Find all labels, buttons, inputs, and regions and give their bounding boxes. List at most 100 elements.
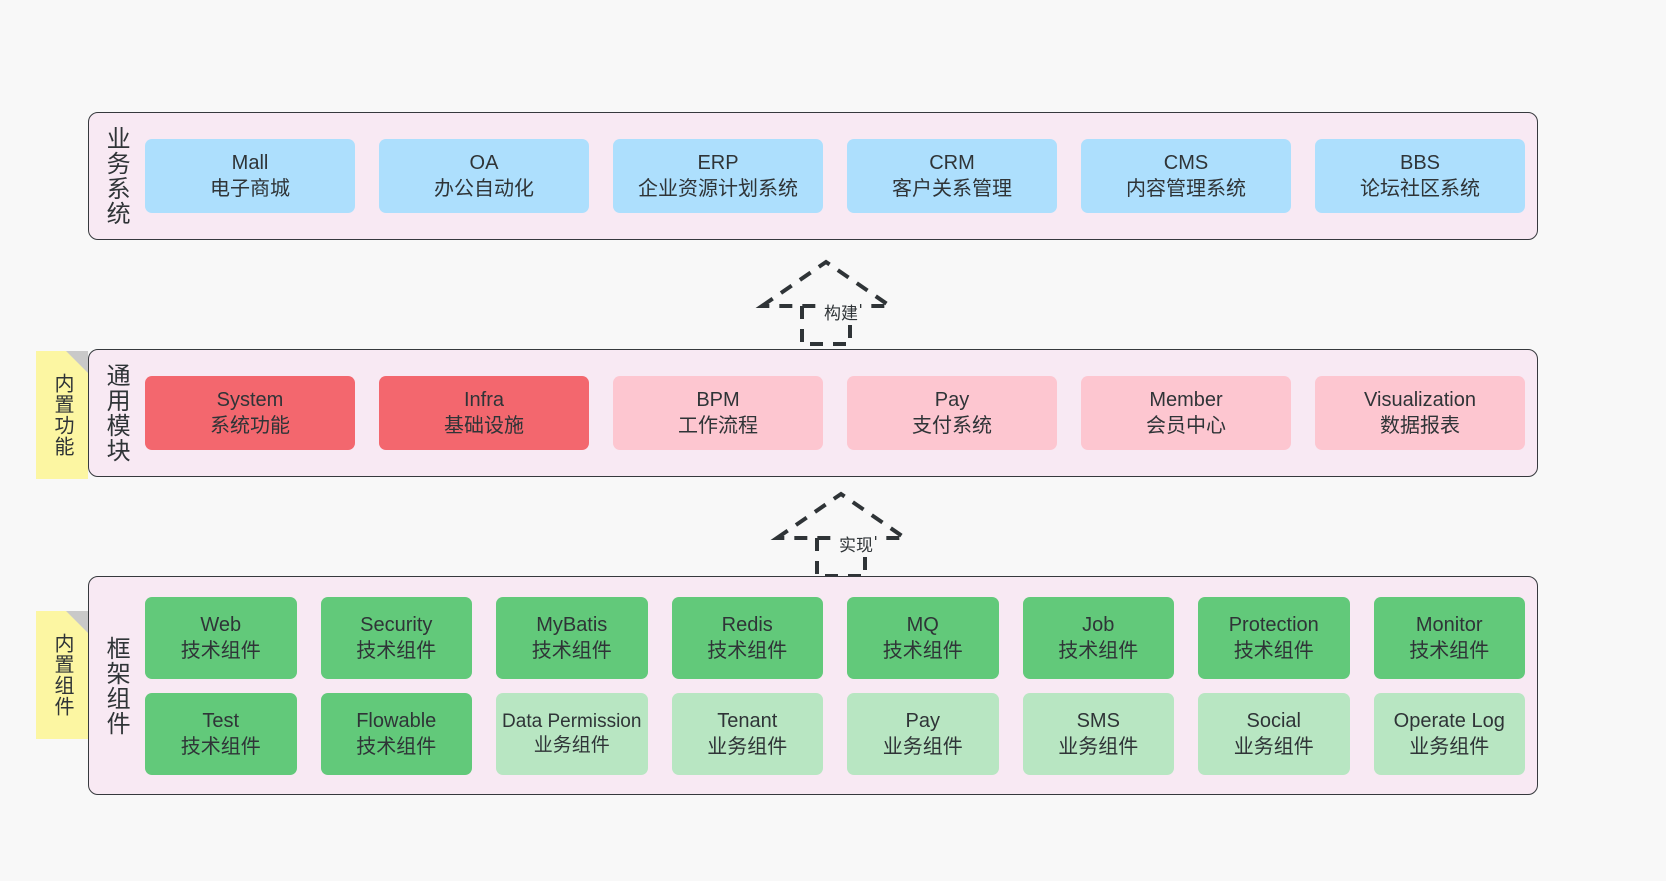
box-subtitle: 会员中心	[1146, 415, 1226, 437]
box-subtitle: 技术组件	[1409, 639, 1490, 662]
arrow-stem	[800, 306, 852, 346]
box-operate-log[interactable]: Operate Log 业务组件	[1373, 692, 1525, 775]
box-oa[interactable]: OA 办公自动化	[379, 139, 589, 213]
box-subtitle: 业务组件	[882, 735, 963, 758]
box-subtitle: 技术组件	[1233, 639, 1314, 662]
box-subtitle: 电子商城	[210, 178, 290, 200]
box-title: MyBatis	[536, 613, 608, 636]
box-job[interactable]: Job 技术组件	[1022, 596, 1174, 679]
box-subtitle: 技术组件	[882, 639, 963, 662]
box-title: CMS	[1163, 152, 1209, 174]
box-title: Mall	[231, 152, 269, 174]
box-title: Visualization	[1364, 389, 1476, 411]
note-text: 内置组件	[51, 633, 73, 717]
box-mq[interactable]: MQ 技术组件	[847, 596, 999, 679]
box-title: Protection	[1228, 613, 1319, 636]
box-mybatis[interactable]: MyBatis 技术组件	[496, 596, 648, 679]
box-row: System 系统功能 Infra 基础设施 BPM 工作流程 Pay 支付系统…	[145, 376, 1525, 450]
box-subtitle: 业务组件	[1233, 735, 1314, 758]
layer-business-systems: 业务系统 Mall 电子商城 OA 办公自动化 ERP 企业资源计划系统 CRM…	[88, 112, 1538, 240]
box-subtitle: 技术组件	[707, 639, 788, 662]
box-visualization[interactable]: Visualization 数据报表	[1315, 376, 1525, 450]
box-crm[interactable]: CRM 客户关系管理	[847, 139, 1057, 213]
box-bpm[interactable]: BPM 工作流程	[613, 376, 823, 450]
box-subtitle: 数据报表	[1380, 415, 1460, 437]
box-title: Member	[1149, 389, 1223, 411]
box-web[interactable]: Web 技术组件	[145, 596, 297, 679]
arrow-realize: 实现	[770, 490, 935, 590]
box-mall[interactable]: Mall 电子商城	[145, 139, 355, 213]
box-title: BBS	[1399, 152, 1441, 174]
box-subtitle: 业务组件	[533, 734, 610, 756]
box-title: Redis	[721, 613, 773, 636]
box-subtitle: 支付系统	[912, 415, 992, 437]
box-row: Mall 电子商城 OA 办公自动化 ERP 企业资源计划系统 CRM 客户关系…	[145, 139, 1525, 213]
box-row: Test 技术组件 Flowable 技术组件 Data Permission …	[145, 692, 1525, 775]
box-subtitle: 工作流程	[678, 415, 758, 437]
box-system[interactable]: System 系统功能	[145, 376, 355, 450]
box-monitor[interactable]: Monitor 技术组件	[1373, 596, 1525, 679]
box-subtitle: 技术组件	[180, 639, 261, 662]
box-cms[interactable]: CMS 内容管理系统	[1081, 139, 1291, 213]
box-pay-business[interactable]: Pay 业务组件	[847, 692, 999, 775]
box-flowable[interactable]: Flowable 技术组件	[320, 692, 472, 775]
layer-title-framework: 框架组件	[102, 635, 130, 736]
box-security[interactable]: Security 技术组件	[320, 596, 472, 679]
box-title: OA	[469, 152, 499, 174]
box-title: Data Permission	[502, 711, 642, 733]
box-member[interactable]: Member 会员中心	[1081, 376, 1291, 450]
box-data-permission[interactable]: Data Permission 业务组件	[496, 692, 648, 775]
box-subtitle: 技术组件	[531, 639, 612, 662]
box-title: ERP	[697, 152, 739, 174]
box-subtitle: 客户关系管理	[892, 178, 1012, 200]
box-title: SMS	[1076, 709, 1120, 732]
box-title: Social	[1246, 709, 1301, 732]
box-protection[interactable]: Protection 技术组件	[1198, 596, 1350, 679]
arrow-label-build: 构建	[822, 299, 860, 324]
box-title: Tenant	[717, 709, 778, 732]
layer-title-modules: 通用模块	[102, 363, 130, 463]
box-title: Security	[360, 613, 433, 636]
box-row: Web 技术组件 Security 技术组件 MyBatis 技术组件 Redi…	[145, 596, 1525, 679]
layer-common-modules: 通用模块 System 系统功能 Infra 基础设施 BPM 工作流程 Pay…	[88, 349, 1538, 477]
note-builtin-function: 内置功能	[36, 351, 88, 479]
box-erp[interactable]: ERP 企业资源计划系统	[613, 139, 823, 213]
box-infra[interactable]: Infra 基础设施	[379, 376, 589, 450]
box-subtitle: 业务组件	[707, 735, 788, 758]
layer-title-business: 业务系统	[102, 126, 130, 226]
box-subtitle: 基础设施	[444, 415, 524, 437]
box-subtitle: 内容管理系统	[1126, 178, 1246, 200]
box-subtitle: 技术组件	[1058, 639, 1139, 662]
layer-body-business: Mall 电子商城 OA 办公自动化 ERP 企业资源计划系统 CRM 客户关系…	[141, 113, 1537, 239]
box-subtitle: 办公自动化	[434, 178, 534, 200]
box-title: CRM	[929, 152, 975, 174]
arrow-build: 构建	[755, 258, 920, 358]
box-subtitle: 技术组件	[356, 735, 437, 758]
box-tenant[interactable]: Tenant 业务组件	[671, 692, 823, 775]
box-subtitle: 论坛社区系统	[1360, 178, 1480, 200]
box-redis[interactable]: Redis 技术组件	[671, 596, 823, 679]
box-social[interactable]: Social 业务组件	[1198, 692, 1350, 775]
box-title: Pay	[905, 709, 940, 732]
box-subtitle: 技术组件	[180, 735, 261, 758]
box-test[interactable]: Test 技术组件	[145, 692, 297, 775]
arrow-label-realize: 实现	[837, 531, 875, 556]
box-title: BPM	[696, 389, 740, 411]
box-title: Test	[202, 709, 240, 732]
box-subtitle: 业务组件	[1058, 735, 1139, 758]
box-bbs[interactable]: BBS 论坛社区系统	[1315, 139, 1525, 213]
box-title: Monitor	[1415, 613, 1483, 636]
box-title: Job	[1082, 613, 1115, 636]
box-subtitle: 系统功能	[210, 415, 290, 437]
layer-body-modules: System 系统功能 Infra 基础设施 BPM 工作流程 Pay 支付系统…	[141, 350, 1537, 476]
box-pay[interactable]: Pay 支付系统	[847, 376, 1057, 450]
note-builtin-component: 内置组件	[36, 611, 88, 739]
box-title: Operate Log	[1393, 709, 1505, 732]
box-sms[interactable]: SMS 业务组件	[1022, 692, 1174, 775]
box-title: Flowable	[356, 709, 437, 732]
box-title: Infra	[463, 389, 505, 411]
layer-body-framework: Web 技术组件 Security 技术组件 MyBatis 技术组件 Redi…	[141, 577, 1537, 794]
box-title: Web	[200, 613, 242, 636]
arrow-stem	[815, 538, 867, 578]
